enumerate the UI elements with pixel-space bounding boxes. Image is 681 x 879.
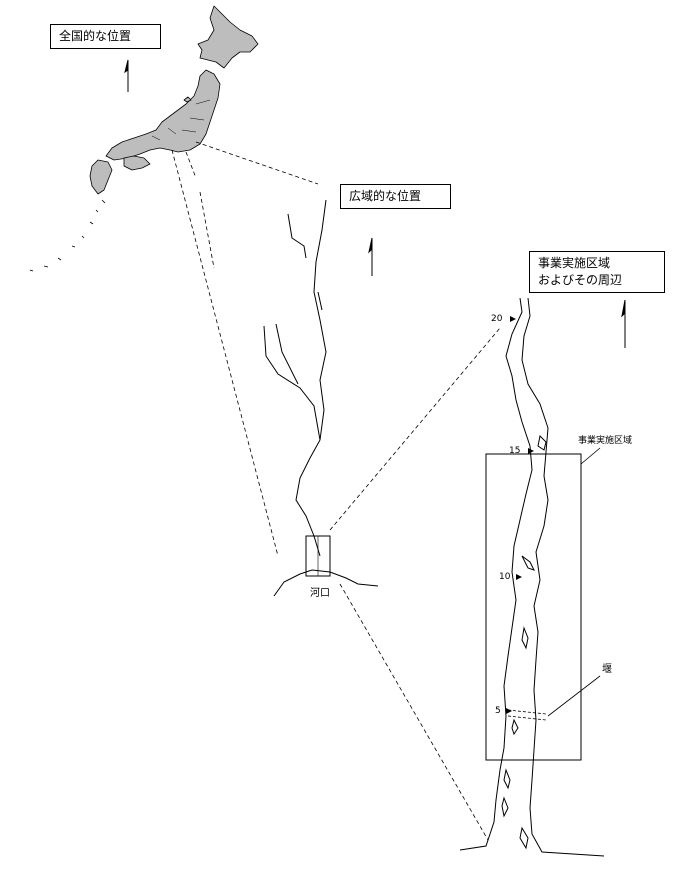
km-marker-arrows (506, 316, 534, 714)
km-marker-10: 10 (499, 572, 511, 582)
hokkaido-shape (197, 5, 259, 69)
sado-island (183, 96, 192, 103)
region-river-network (263, 199, 379, 597)
north-arrow-icon (621, 299, 626, 348)
project-title-line2: およびその周辺 (538, 273, 623, 287)
project-area-rectangle (485, 453, 582, 761)
km-marker-20: 20 (491, 314, 503, 324)
north-arrow-icon (124, 59, 129, 92)
honshu-shape (105, 69, 221, 161)
estuary-label: 河口 (310, 588, 330, 599)
project-area-title: 事業実施区域 およびその周辺 (529, 251, 665, 293)
detail-river (459, 297, 605, 857)
leader-lines (171, 141, 501, 841)
north-arrow-icon (368, 237, 373, 276)
project-title-line1: 事業実施区域 (538, 256, 611, 270)
japan-location-label: 全国的な位置 (50, 24, 161, 49)
km-marker-15: 15 (509, 446, 521, 456)
southern-islands (29, 199, 106, 272)
weir-line (507, 675, 601, 721)
japan-map (29, 5, 259, 272)
kyushu-shape (89, 159, 113, 195)
km-marker-5: 5 (495, 706, 501, 716)
region-location-label: 広域的な位置 (340, 184, 451, 209)
shikoku-shape (123, 155, 151, 171)
weir-label: 堰 (602, 664, 612, 675)
project-area-label: 事業実施区域 (578, 436, 633, 446)
